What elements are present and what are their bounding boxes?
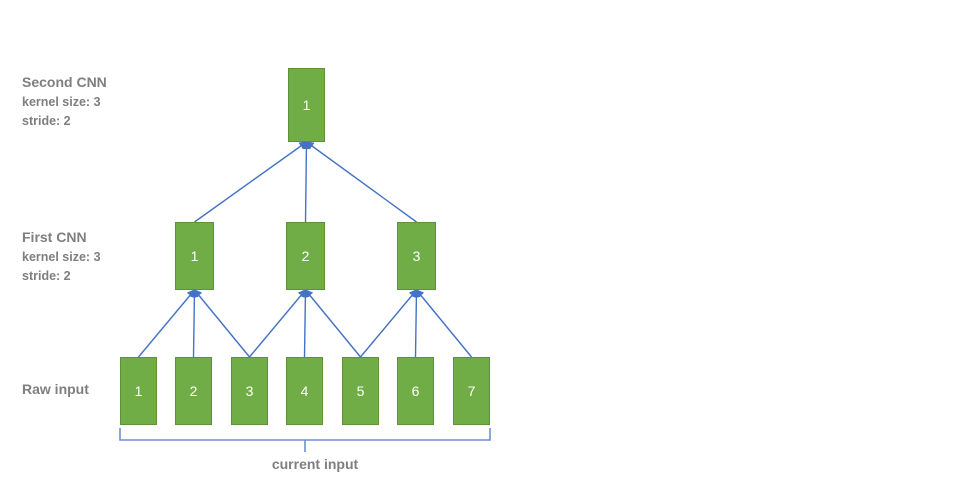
edge-r3-to-f2 [248, 288, 307, 358]
node-raw-input-1: 1 [120, 357, 157, 425]
layer-detail-second-cnn-1: stride: 2 [22, 114, 71, 129]
current-input-label: current input [271, 456, 359, 472]
node-first-cnn-3: 3 [397, 222, 436, 290]
edge-f3-to-s1 [305, 141, 417, 223]
edge-r1-to-f1 [137, 288, 196, 358]
layer-label-second-cnn: Second CNN kernel size: 3 stride: 2 [22, 74, 107, 132]
edge-r5-to-f2 [304, 288, 362, 358]
node-raw-input-2: 2 [175, 357, 212, 425]
layer-title-first-cnn: First CNN [22, 229, 87, 245]
node-raw-input-4: 4 [286, 357, 323, 425]
edge-r3-to-f1 [193, 288, 251, 358]
layer-title-raw-input: Raw input [22, 381, 89, 397]
edge-f2-to-s1 [302, 140, 311, 223]
layer-label-raw-input: Raw input [22, 381, 89, 400]
node-raw-input-6: 6 [397, 357, 434, 425]
edge-f1-to-s1 [194, 141, 308, 223]
layer-detail-first-cnn-1: stride: 2 [22, 269, 71, 284]
edge-r4-to-f2 [301, 288, 310, 358]
current-input-bracket [119, 428, 491, 452]
node-first-cnn-1: 1 [175, 222, 214, 290]
edge-r2-to-f1 [190, 288, 199, 358]
layer-label-first-cnn: First CNN kernel size: 3 stride: 2 [22, 229, 101, 287]
node-raw-input-7: 7 [453, 357, 490, 425]
edge-r7-to-f3 [415, 288, 473, 358]
layer-detail-second-cnn-0: kernel size: 3 [22, 95, 101, 109]
node-first-cnn-2: 2 [286, 222, 325, 290]
node-second-cnn-1: 1 [288, 68, 325, 142]
edge-r5-to-f3 [359, 288, 418, 358]
layer-detail-first-cnn-0: kernel size: 3 [22, 250, 101, 264]
edge-r6-to-f3 [412, 288, 421, 358]
node-raw-input-5: 5 [342, 357, 379, 425]
layer-title-second-cnn: Second CNN [22, 74, 107, 90]
node-raw-input-3: 3 [231, 357, 268, 425]
